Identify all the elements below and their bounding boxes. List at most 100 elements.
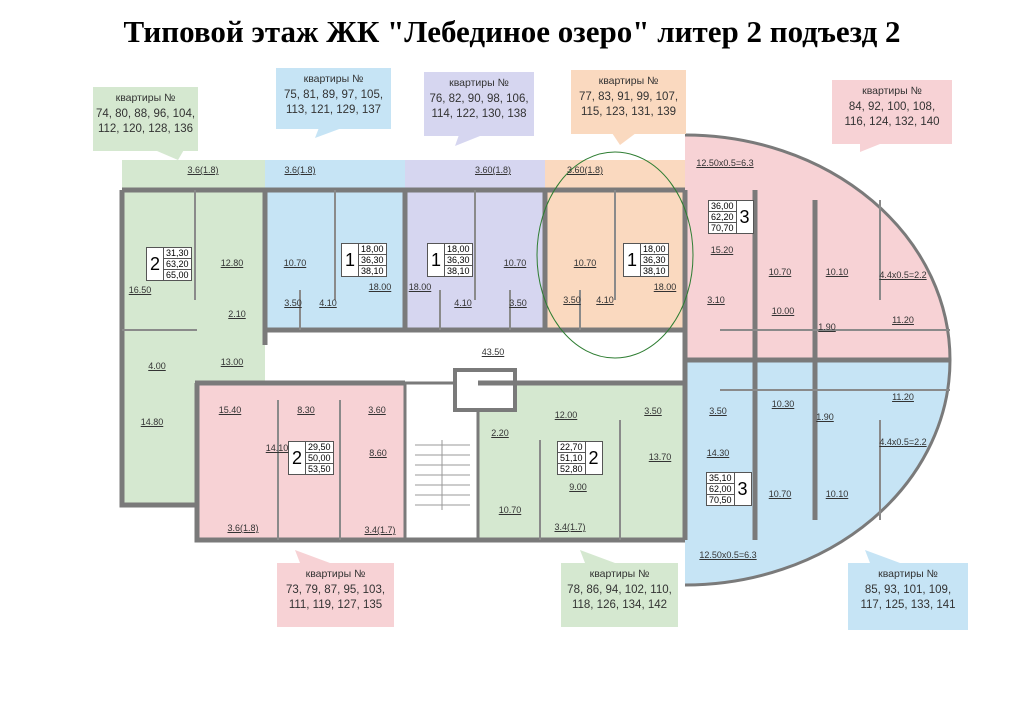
room-count: 2 [150, 254, 161, 274]
room-area-label: 14.80 [140, 417, 164, 427]
room-area-label: 12.80 [220, 258, 244, 268]
area-value: 51,10 [558, 453, 585, 464]
room-area-label: 8.30 [297, 405, 315, 415]
callout-line: 75, 81, 89, 97, 105, [283, 89, 384, 101]
room-area-label: 1.90 [816, 412, 834, 422]
room-area-label: 18.00 [368, 282, 392, 292]
area-value: 36,30 [641, 255, 668, 266]
room-area-label: 13.70 [648, 452, 672, 462]
area-value: 36,30 [359, 255, 386, 266]
room-area-label: 10.70 [498, 505, 522, 515]
area-value: 65,00 [166, 270, 189, 280]
room-area-label: 11.20 [892, 315, 914, 325]
area-value: 38,10 [643, 266, 666, 276]
room-area-label: 1.90 [818, 322, 836, 332]
area-value: 18,00 [641, 244, 668, 255]
room-count: 3 [737, 479, 748, 499]
callout-line: 85, 93, 101, 109, [864, 584, 952, 596]
room-area-label: 16.50 [128, 285, 152, 295]
room-area-label: 10.30 [771, 399, 795, 409]
callout-line: 77, 83, 91, 99, 107, [578, 91, 679, 103]
room-area-label: 2.10 [228, 309, 246, 319]
room-count: 2 [292, 448, 303, 468]
area-value: 36,30 [445, 255, 472, 266]
room-area-label: 4.10 [596, 295, 614, 305]
interior-walls [122, 190, 950, 540]
area-value: 18,00 [359, 244, 386, 255]
callout-line: 73, 79, 87, 95, 103, [285, 584, 386, 596]
room-area-label: 3.60(1.8) [566, 165, 604, 175]
area-value: 52,80 [560, 464, 583, 474]
room-area-label: 9.00 [569, 482, 587, 492]
callout-line: 112, 120, 128, 136 [97, 123, 194, 135]
room-area-label: 3.50 [509, 298, 527, 308]
room-area-label: 15.20 [710, 245, 734, 255]
room-area-label: 3.10 [707, 295, 725, 305]
room-area-label: 3.6(1.8) [284, 165, 316, 175]
callout-line: 115, 123, 131, 139 [580, 106, 677, 118]
room-area-label: 10.10 [825, 489, 849, 499]
callout-line: 117, 125, 133, 141 [860, 599, 956, 611]
room-count: 3 [739, 207, 750, 227]
room-area-label: 8.60 [369, 448, 387, 458]
callout-pointers [150, 125, 900, 563]
room-count: 1 [627, 250, 638, 270]
room-area-label: 10.70 [768, 489, 792, 499]
stairs [415, 440, 470, 510]
callout-title: квартиры № [303, 73, 364, 85]
callout-line: 118, 126, 134, 142 [571, 599, 668, 611]
room-area-label: 10.70 [573, 258, 597, 268]
area-value: 70,70 [711, 223, 734, 233]
area-value: 31,30 [164, 248, 191, 259]
page-title: Типовой этаж ЖК "Лебединое озеро" литер … [123, 14, 901, 49]
room-area-label: 14.30 [706, 448, 730, 458]
area-value: 63,20 [164, 259, 191, 270]
area-value: 35,10 [707, 473, 734, 484]
callout-line: 84, 92, 100, 108, [848, 101, 936, 113]
room-count: 1 [345, 250, 356, 270]
area-value: 22,70 [558, 442, 585, 453]
hand-drawn-highlight [536, 151, 694, 359]
room-area-label: 4.10 [454, 298, 472, 308]
area-value: 50,00 [306, 453, 333, 464]
room-area-label: 3.50 [563, 295, 581, 305]
room-area-label: 10.70 [503, 258, 527, 268]
apartment-green-left [122, 330, 197, 505]
area-value: 18,00 [445, 244, 472, 255]
room-area-label: 3.4(1.7) [364, 525, 396, 535]
room-area-label: 15.40 [218, 405, 242, 415]
area-value: 62,20 [709, 212, 736, 223]
area-value: 38,10 [447, 266, 470, 276]
room-count: 1 [431, 250, 442, 270]
room-area-label: 12.50x0.5=6.3 [696, 158, 754, 168]
room-area-label: 12.00 [554, 410, 578, 420]
room-area-label: 3.50 [284, 298, 302, 308]
callout-title: квартиры № [878, 568, 938, 580]
area-value: 29,50 [306, 442, 333, 453]
room-area-label: 4.10 [319, 298, 337, 308]
area-value: 53,50 [308, 464, 331, 474]
room-area-label: 18.00 [653, 282, 677, 292]
room-area-label: 4.00 [148, 361, 166, 371]
area-value: 62,00 [707, 484, 734, 495]
room-area-label: 10.10 [825, 267, 849, 277]
room-area-label: 4.4x0.5=2.2 [879, 437, 927, 447]
